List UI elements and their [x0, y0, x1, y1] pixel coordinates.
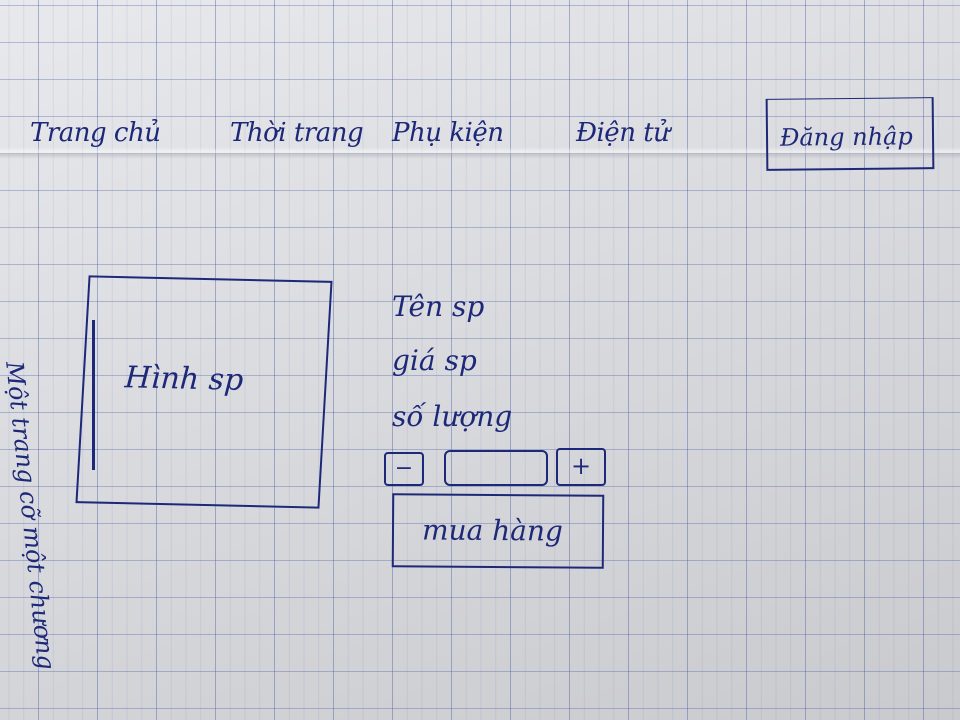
product-image-placeholder: Hình sp — [75, 275, 333, 509]
product-price: giá sp — [392, 344, 477, 377]
nav-home[interactable]: Trang chủ — [30, 118, 161, 148]
image-left-stroke — [92, 320, 95, 470]
buy-label: mua hàng — [421, 513, 563, 548]
paper-fold — [0, 147, 960, 159]
margin-note: Một trang cỡ một chương — [0, 360, 61, 672]
buy-button[interactable]: mua hàng — [391, 493, 605, 569]
product-image-label: Hình sp — [123, 360, 245, 398]
quantity-increment-button[interactable]: + — [556, 448, 606, 486]
product-name: Tên sp — [392, 290, 485, 323]
quantity-input[interactable] — [444, 450, 548, 486]
nav-electronics[interactable]: Điện tử — [576, 118, 670, 148]
quantity-stepper: − + — [384, 448, 614, 488]
login-button[interactable]: Đăng nhập — [765, 97, 935, 171]
login-label: Đăng nhập — [779, 122, 913, 152]
nav-fashion[interactable]: Thời trang — [230, 118, 364, 148]
quantity-label: số lượng — [392, 400, 513, 433]
quantity-decrement-button[interactable]: − — [384, 452, 424, 486]
nav-accessories[interactable]: Phụ kiện — [392, 118, 504, 148]
